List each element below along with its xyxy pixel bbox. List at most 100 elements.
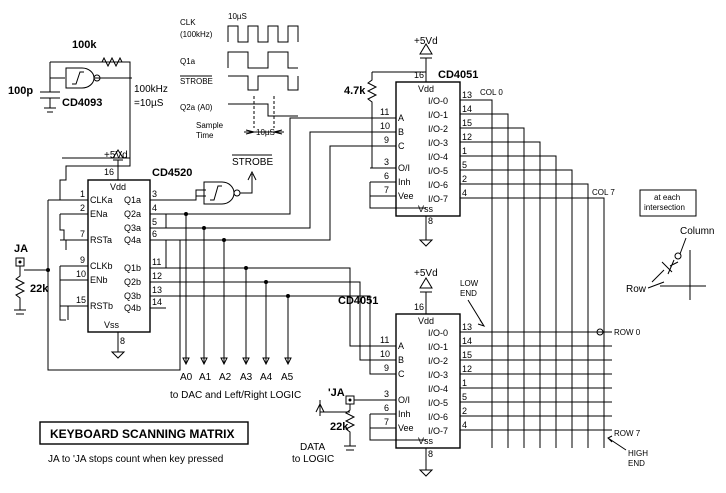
- io-name: I/O-0: [428, 96, 448, 106]
- io-name: I/O-7: [428, 194, 448, 204]
- mux-bottom-part-number: CD4051: [338, 295, 378, 307]
- pin-name: Q1a: [124, 195, 141, 205]
- pin-num: 10: [380, 121, 390, 131]
- mux-bottom-vdd: Vdd: [418, 316, 434, 326]
- mux-top-vdd: Vdd: [418, 84, 434, 94]
- counter-pin8: 8: [120, 336, 125, 346]
- row-label: Row: [626, 284, 647, 295]
- io-name: I/O-4: [428, 152, 448, 162]
- frequency-label: 100kHz: [134, 84, 168, 95]
- title-box: [39, 421, 249, 445]
- address-line-a1: A1: [199, 372, 212, 383]
- strobe-output-label: STROBE: [232, 157, 273, 168]
- counter-body: [87, 179, 151, 333]
- period-label: =10µS: [134, 98, 164, 109]
- pin-num: 5: [462, 392, 467, 402]
- pin-num: 3: [384, 157, 389, 167]
- pin-num: 5: [462, 160, 467, 170]
- title-block: KEYBOARD SCANNING MATRIX JA to 'JA stops…: [39, 421, 249, 465]
- pin-num: 6: [384, 171, 389, 181]
- pin-num: 4: [462, 188, 467, 198]
- pin-num: 14: [152, 297, 162, 307]
- clk-sub-label: (100kHz): [180, 30, 213, 39]
- pin-num: 1: [462, 378, 467, 388]
- pin-name: Vee: [398, 423, 414, 433]
- mux-bottom-ic: CD4051 +5Vd 16 Vdd Vss 8 11 A 10 B 9 C 3…: [338, 268, 648, 477]
- pin-num: 13: [462, 90, 472, 100]
- pin-num: 14: [462, 104, 472, 114]
- high-end-label: HIGH: [628, 449, 648, 458]
- pin-num: 6: [152, 229, 157, 239]
- schmitt-nand-gate: [65, 67, 95, 89]
- strobe-nand-gate: [203, 181, 235, 205]
- pin-name: C: [398, 369, 405, 379]
- pin-num: 9: [384, 135, 389, 145]
- pin-num: 15: [76, 295, 86, 305]
- pin-name: O/I: [398, 163, 410, 173]
- counter-vss: Vss: [104, 320, 120, 330]
- pin-name: Q2b: [124, 277, 141, 287]
- pin-name: Vee: [398, 191, 414, 201]
- oscillator: 100k 100p CD4093 100kHz =10µS: [8, 39, 168, 159]
- column-label: Column: [680, 226, 714, 237]
- counter-vdd: Vdd: [110, 182, 126, 192]
- mux-top-body: [395, 81, 461, 217]
- q1a-label: Q1a: [180, 57, 196, 66]
- pin-name: Q1b: [124, 263, 141, 273]
- pin-name: Inh: [398, 409, 411, 419]
- pin-name: ENb: [90, 275, 108, 285]
- ja-label: JA: [14, 243, 28, 255]
- pin-num: 1: [462, 146, 467, 156]
- q2a-label: Q2a (A0): [180, 103, 213, 112]
- io-name: I/O-1: [428, 110, 448, 120]
- high-end-label: END: [628, 459, 645, 468]
- pin-name: Q3a: [124, 223, 141, 233]
- pin-name: B: [398, 355, 404, 365]
- pin-num: 11: [380, 107, 389, 117]
- io-name: I/O-1: [428, 342, 448, 352]
- pin-num: 13: [462, 322, 472, 332]
- mux-top-part-number: CD4051: [438, 69, 478, 81]
- mux-bottom-resistor: 22k: [330, 421, 349, 433]
- io-name: I/O-6: [428, 180, 448, 190]
- io-name: I/O-2: [428, 356, 448, 366]
- intersection-note-box: [639, 189, 697, 217]
- address-line-a2: A2: [219, 372, 232, 383]
- resistor-value: 100k: [72, 39, 97, 51]
- low-end-label: END: [460, 289, 477, 298]
- timing-diagram: CLK (100kHz) 10µS Q1a STROBE Q2a (A0) Sa…: [180, 12, 299, 140]
- pin-num: 7: [384, 185, 389, 195]
- ja-prime-output: 'JA 22k DATA to LOGIC: [292, 387, 396, 465]
- pin-name: B: [398, 127, 404, 137]
- pin-num: 2: [462, 406, 467, 416]
- pin-num: 15: [462, 350, 472, 360]
- diagram-title: KEYBOARD SCANNING MATRIX: [50, 427, 234, 441]
- data-label: DATA: [300, 442, 326, 453]
- pin-num: 11: [380, 335, 389, 345]
- pin-name: Inh: [398, 177, 411, 187]
- io-name: I/O-5: [428, 398, 448, 408]
- pin-name: O/I: [398, 395, 410, 405]
- sample-label: Sample: [196, 121, 224, 130]
- pin-num: 8: [428, 449, 433, 459]
- pin-num: 10: [76, 269, 86, 279]
- io-name: I/O-7: [428, 426, 448, 436]
- counter-part-number: CD4520: [152, 167, 192, 179]
- pin-num: 13: [152, 285, 162, 295]
- pin-name: C: [398, 141, 405, 151]
- io-name: I/O-6: [428, 412, 448, 422]
- pin-num: 1: [80, 189, 85, 199]
- pin-num: 2: [462, 174, 467, 184]
- pin-name: CLKb: [90, 261, 113, 271]
- feedback-resistor: [101, 56, 123, 68]
- address-line-a5: A5: [281, 372, 294, 383]
- pin-name: A: [398, 341, 404, 351]
- pin-name: ENa: [90, 209, 108, 219]
- timing-capacitor: [40, 91, 60, 99]
- capacitor-value: 100p: [8, 85, 33, 97]
- pin-name: Q3b: [124, 291, 141, 301]
- counter-ic: CD4520 +5Vd 16 Vdd Vss 8 1 CLKa 2 ENa 7 …: [47, 149, 273, 371]
- pin-num: 3: [152, 189, 157, 199]
- ja-input: JA 22k: [14, 243, 50, 315]
